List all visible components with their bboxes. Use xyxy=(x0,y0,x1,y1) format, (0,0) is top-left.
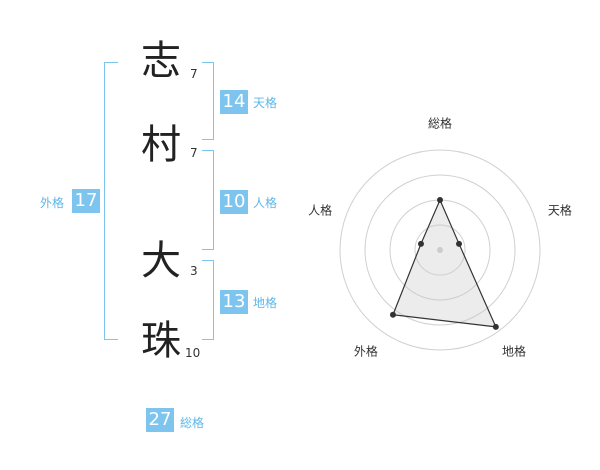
radar-point-3 xyxy=(492,323,499,330)
radar-center-dot xyxy=(437,247,443,253)
radar-series-polygon xyxy=(392,198,497,328)
gaikaku-label: 外格 xyxy=(40,196,65,210)
gaikaku-value: 17 xyxy=(72,189,100,213)
radar-point-2 xyxy=(456,240,463,247)
chikaku-bracket xyxy=(202,260,214,340)
radar-ring xyxy=(339,149,541,351)
tenkaku-label: 天格 xyxy=(253,96,278,110)
jinkaku-value: 10 xyxy=(220,190,248,214)
name-char-3: 大 xyxy=(141,238,181,284)
chikaku-value: 13 xyxy=(220,290,248,314)
tenkaku-bracket xyxy=(202,62,214,140)
radar-axis-label: 総格 xyxy=(428,116,452,131)
tenkaku-value: 14 xyxy=(220,90,248,114)
stroke-count-1: 7 xyxy=(190,67,198,81)
jinkaku-bracket xyxy=(202,150,214,250)
stroke-count-2: 7 xyxy=(190,146,198,160)
gaikaku-bracket xyxy=(104,62,118,340)
chikaku-label: 地格 xyxy=(253,296,278,310)
stroke-count-3: 3 xyxy=(190,264,198,278)
radar-point-4 xyxy=(389,311,396,318)
stroke-count-4: 10 xyxy=(185,346,201,360)
radar-axis-label: 地格 xyxy=(502,343,526,358)
soukaku-value: 27 xyxy=(146,408,174,432)
jinkaku-label: 人格 xyxy=(253,196,278,210)
radar-ring xyxy=(414,224,466,276)
soukaku-label: 総格 xyxy=(180,416,205,430)
radar-axis-label: 外格 xyxy=(354,343,378,358)
radar-axis-label: 人格 xyxy=(308,203,332,218)
name-char-4: 珠 xyxy=(141,318,181,364)
radar-ring xyxy=(364,174,516,326)
radar-axis-label: 天格 xyxy=(548,203,572,218)
name-char-2: 村 xyxy=(141,122,181,168)
name-char-1: 志 xyxy=(141,38,181,84)
radar-point-5 xyxy=(417,240,424,247)
radar-point-1 xyxy=(437,197,443,203)
